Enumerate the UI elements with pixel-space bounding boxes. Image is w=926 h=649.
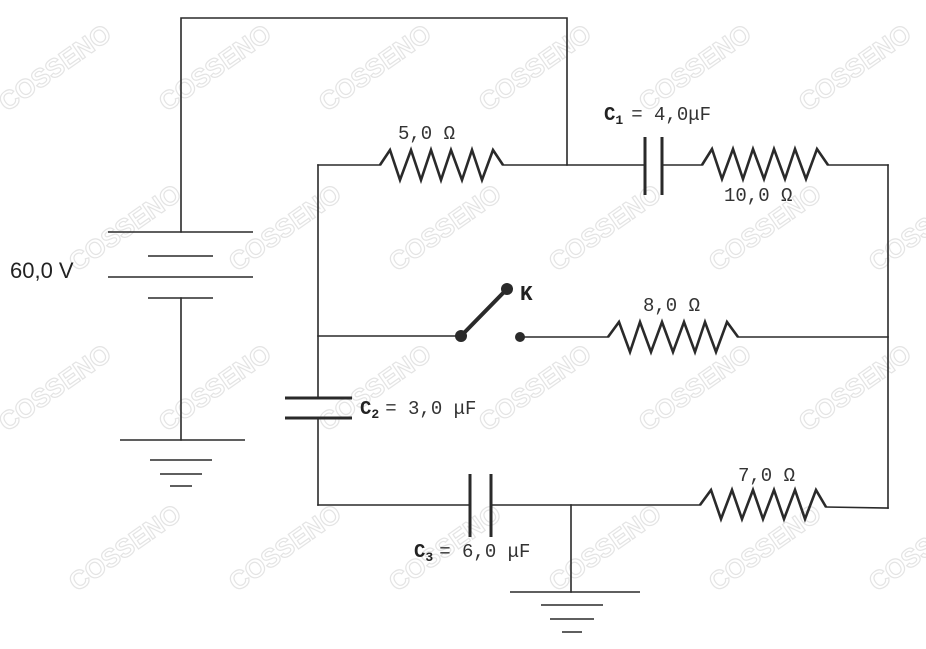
watermark-text: COSSENO bbox=[313, 18, 437, 117]
switch-k bbox=[455, 283, 525, 342]
watermark-text: COSSENO bbox=[153, 18, 277, 117]
resistor-r3-label: 8,0 Ω bbox=[643, 295, 700, 317]
watermark-text: COSSENO bbox=[383, 178, 507, 277]
capacitor-c2-label: C2 = 3,0 μF bbox=[360, 398, 476, 422]
watermark-text: COSSENO bbox=[0, 18, 117, 117]
resistor-r2-label: 10,0 Ω bbox=[724, 185, 792, 207]
wire-bottom-right bbox=[825, 506, 889, 509]
switch-contact bbox=[515, 332, 525, 342]
watermark-text: COSSENO bbox=[63, 178, 187, 277]
watermark-text: COSSENO bbox=[863, 498, 926, 597]
switch-k-label: K bbox=[520, 284, 533, 307]
resistor-r2-symbol bbox=[700, 145, 830, 184]
watermark-text: COSSENO bbox=[793, 338, 917, 437]
capacitor-c3-value: = 6,0 μF bbox=[439, 541, 530, 563]
watermark-text: COSSENO bbox=[793, 18, 917, 117]
resistor-r1-label: 5,0 Ω bbox=[398, 123, 455, 145]
resistor-r4-symbol bbox=[698, 486, 828, 523]
watermark-text: COSSENO bbox=[223, 498, 347, 597]
watermark-text: COSSENO bbox=[153, 338, 277, 437]
wires bbox=[180, 17, 889, 593]
watermark-text: COSSENO bbox=[313, 338, 437, 437]
watermark-text: COSSENO bbox=[863, 178, 926, 277]
ground-bottom bbox=[510, 591, 640, 633]
watermark-text: COSSENO bbox=[63, 498, 187, 597]
watermark-text: COSSENO bbox=[633, 18, 757, 117]
switch-pivot bbox=[455, 330, 467, 342]
watermark-text: COSSENO bbox=[0, 338, 117, 437]
capacitor-c2-value: = 3,0 μF bbox=[385, 398, 476, 420]
watermark-text: COSSENO bbox=[473, 338, 597, 437]
capacitor-c1-label: C1 = 4,0μF bbox=[604, 104, 711, 128]
capacitor-c2-symbol-text: C bbox=[360, 398, 371, 420]
ground-battery bbox=[120, 439, 245, 487]
switch-lever-end bbox=[501, 283, 513, 295]
capacitor-c1-subscript: 1 bbox=[615, 113, 623, 128]
capacitor-c1-symbol bbox=[643, 137, 664, 195]
watermark-text: COSSENO bbox=[473, 18, 597, 117]
capacitor-c3-symbol-text: C bbox=[414, 541, 425, 563]
watermark-text: COSSENO bbox=[543, 498, 667, 597]
battery-voltage-label: 60,0 V bbox=[10, 258, 74, 283]
battery bbox=[108, 231, 253, 299]
resistor-r4-label: 7,0 Ω bbox=[738, 465, 795, 487]
capacitor-c3-symbol bbox=[468, 474, 493, 537]
capacitor-c2-symbol bbox=[285, 396, 352, 420]
watermark-text: COSSENO bbox=[223, 178, 347, 277]
capacitor-c1-symbol-text: C bbox=[604, 104, 615, 126]
watermark-text: COSSENO bbox=[543, 178, 667, 277]
capacitor-c3-label: C3 = 6,0 μF bbox=[414, 541, 530, 565]
resistor-r3-symbol bbox=[606, 318, 740, 356]
resistor-r1-symbol bbox=[378, 145, 505, 185]
capacitor-c3-subscript: 3 bbox=[425, 550, 433, 565]
wire-battery-top bbox=[180, 17, 568, 233]
capacitor-c1-value: = 4,0μF bbox=[631, 104, 711, 126]
capacitor-c2-subscript: 2 bbox=[371, 407, 379, 422]
